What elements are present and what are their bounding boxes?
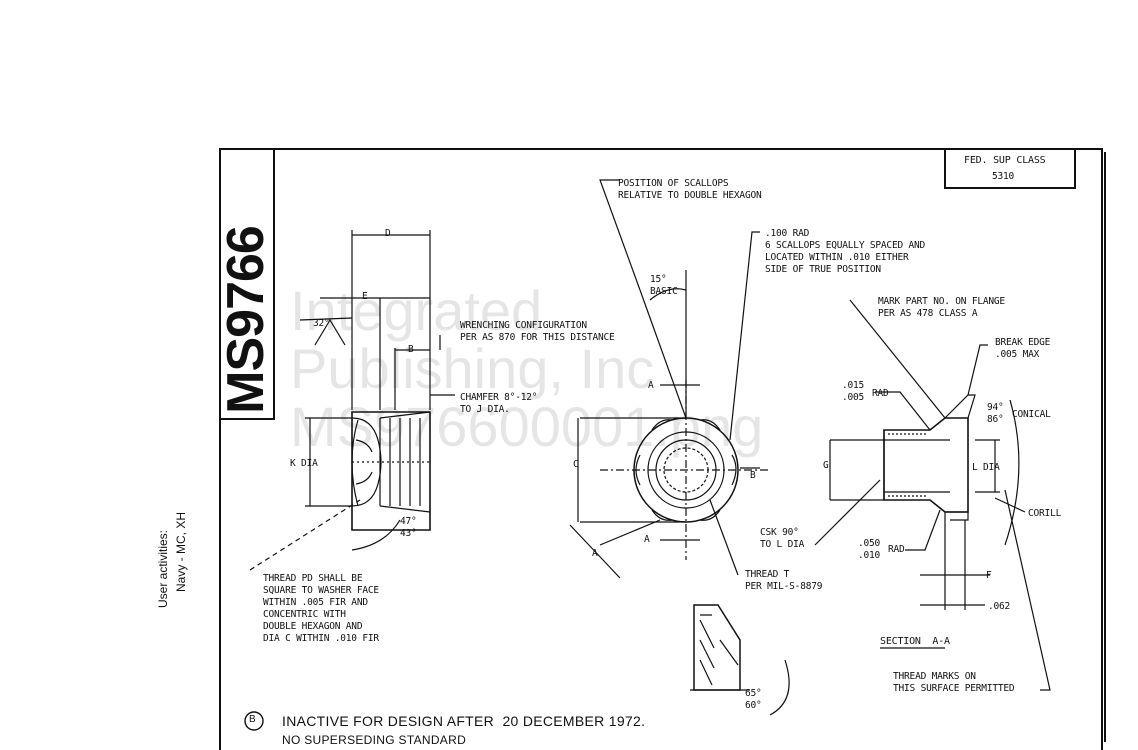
- l-dia-label: L DIA: [972, 462, 1000, 473]
- conical-angle: 94° 86°: [987, 402, 1004, 425]
- wrenching-note: WRENCHING CONFIGURATION PER AS 870 FOR T…: [460, 320, 615, 343]
- section-view: [814, 299, 1051, 691]
- note-marker: B: [249, 714, 256, 725]
- dim-e: E: [362, 291, 368, 302]
- dim-c: C: [573, 459, 579, 470]
- thread-t-note: THREAD T PER MIL-S-8879: [745, 569, 823, 592]
- conical-label: CONICAL: [1012, 409, 1051, 420]
- position-scallops-note: POSITION OF SCALLOPS RELATIVE TO DOUBLE …: [618, 178, 762, 201]
- thread-pd-note: THREAD PD SHALL BE SQUARE TO WASHER FACE…: [263, 573, 379, 644]
- csk-note: CSK 90° TO L DIA: [760, 527, 805, 550]
- drawing-border: [219, 148, 1103, 750]
- inactive-note: INACTIVE FOR DESIGN AFTER 20 DECEMBER 19…: [282, 713, 646, 729]
- angle-47-43: 47° 43°: [400, 516, 417, 539]
- angle-32: 32°: [313, 318, 330, 329]
- mark-part-note: MARK PART NO. ON FLANGE PER AS 478 CLASS…: [878, 296, 1005, 319]
- fed-sup-class-label: FED. SUP CLASS: [964, 155, 1046, 166]
- right-edge-line: [1104, 152, 1106, 742]
- thread-marks-note: THREAD MARKS ON THIS SURFACE PERMITTED: [893, 671, 1015, 694]
- dim-062: .062: [988, 601, 1011, 612]
- section-mark-a-bottom: A: [644, 534, 650, 545]
- rad-050-010: .050 .010: [858, 538, 881, 561]
- section-mark-a-top: A: [648, 380, 654, 391]
- dim-d: D: [385, 228, 391, 239]
- angle-15-basic: 15° BASIC: [650, 274, 678, 297]
- note-marker-circle: [244, 711, 264, 731]
- k-dia-label: K DIA: [290, 458, 318, 469]
- detail-section: [690, 604, 790, 716]
- dim-g: G: [823, 460, 829, 471]
- side-view-nut: [249, 230, 455, 571]
- fed-sup-class-value: 5310: [992, 171, 1015, 182]
- coroll-label: CORILL: [1028, 508, 1062, 519]
- dim-f: F: [986, 570, 992, 581]
- scallops-note: .100 RAD 6 SCALLOPS EQUALLY SPACED AND L…: [765, 228, 926, 275]
- chamfer-note: CHAMFER 8°-12° TO J DIA.: [460, 392, 538, 415]
- rad-015-005: .015 .005: [842, 380, 865, 403]
- rad-label-1: RAD: [872, 388, 889, 399]
- fed-sup-class-box: FED. SUP CLASS 5310: [944, 149, 1076, 189]
- dim-b-end: B: [750, 470, 756, 481]
- rad-label-2: RAD: [888, 544, 905, 555]
- end-view-nut: [569, 179, 770, 579]
- superseding-note: NO SUPERSEDING STANDARD: [282, 733, 467, 747]
- angle-65-60: 65° 60°: [745, 688, 762, 711]
- section-title: SECTION A-A: [880, 636, 950, 647]
- break-edge-note: BREAK EDGE .005 MAX: [995, 337, 1051, 360]
- dim-b-side: B: [408, 344, 414, 355]
- title-box: [219, 148, 275, 420]
- dim-a: A: [592, 548, 598, 559]
